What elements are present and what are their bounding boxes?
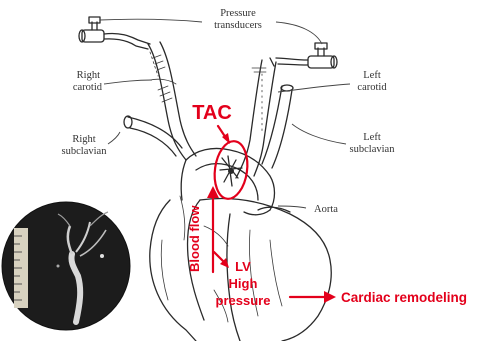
lv-label-line1: LV [235,259,251,274]
pressure-transducers-label-line1: Pressure [220,8,256,19]
tac-ligature [220,156,242,186]
left-subclavian-artery [262,85,293,168]
remodeling-arrowhead [324,291,336,303]
lv-pointer-line [214,252,224,262]
left-carotid-artery [236,58,276,178]
angiography-inset-photo [2,202,130,330]
blood-flow-label: Blood flow [187,205,202,272]
left-pressure-transducer [276,43,337,68]
right-carotid-label-line1: Right [77,70,100,81]
lv-label-line2: High [229,276,258,291]
right-pressure-transducer [79,17,150,49]
tac-label: TAC [192,102,232,124]
aorta-label: Aorta [314,204,338,215]
left-subclavian-label-line1: Left [363,132,381,143]
right-subclavian-label-line1: Right [72,134,95,145]
lv-label-line3: pressure [216,293,271,308]
right-carotid-label-line2: carotid [73,82,103,93]
right-subclavian-label-line2: subclavian [62,146,108,157]
left-carotid-label-line1: Left [363,70,381,81]
right-carotid-artery [148,42,196,160]
left-carotid-label-line2: carotid [357,82,387,93]
right-subclavian-artery [124,116,182,156]
pressure-transducers-label-line2: transducers [214,20,262,31]
left-subclavian-label-line2: subclavian [350,144,396,155]
cardiac-remodeling-label: Cardiac remodeling [341,290,467,305]
